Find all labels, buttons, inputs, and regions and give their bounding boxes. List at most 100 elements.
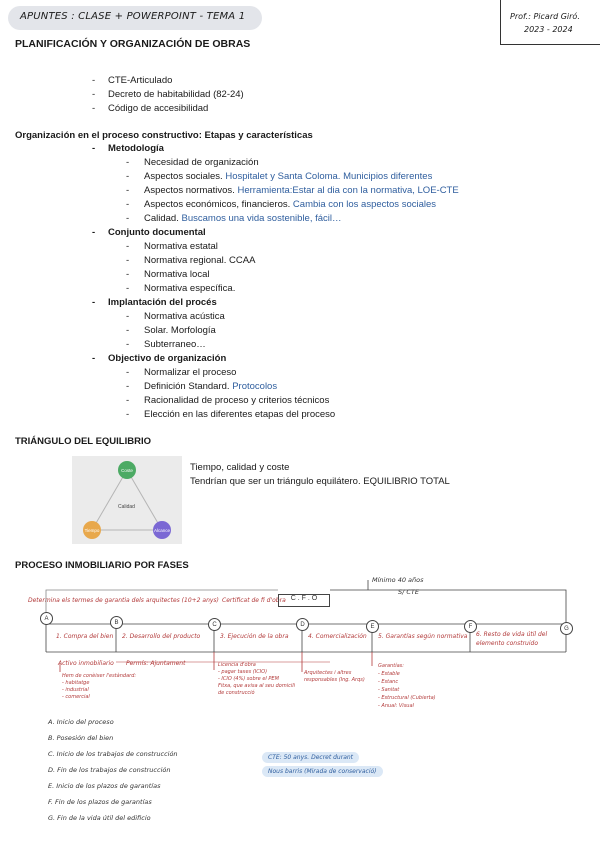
bullet: -: [92, 89, 96, 100]
cfo-box: C . F . O: [278, 594, 330, 607]
triangulo-heading: TRIÁNGULO DEL EQUILIBRIO: [15, 436, 151, 447]
bullet: -: [126, 381, 130, 392]
list-item: Racionalidad de proceso y criterios técn…: [144, 395, 330, 406]
list-item: Elección en las diferentes etapas del pr…: [144, 409, 336, 420]
legend-item: E. Inicio de los plazos de garantías: [48, 782, 161, 790]
item-text: Aspectos sociales.: [144, 171, 223, 182]
professor-name: Prof.: Picard Giró.: [510, 12, 580, 21]
item-text: Necesidad de organización: [144, 157, 259, 168]
group-label: Implantación del procés: [108, 297, 217, 308]
bullet: -: [126, 269, 130, 280]
bullet: -: [126, 395, 130, 406]
bullet: -: [126, 283, 130, 294]
legend-item: A. Inicio del proceso: [48, 718, 114, 726]
node-alcance: Alcance: [153, 521, 171, 539]
top-note-right-2: S/ CTE: [398, 588, 419, 596]
item-note: Protocolos: [232, 381, 278, 392]
top-note-right: Mínimo 40 años: [372, 576, 424, 584]
bullet: -: [126, 339, 130, 350]
bullet: -: [126, 241, 130, 252]
annot-activo: Activo inmobiliario: [58, 660, 114, 667]
annot-line: - Anual: Visual: [378, 703, 414, 709]
legend-item: B. Posesión del bien: [48, 734, 114, 742]
annot-estandard: Hem de conèixer l'estàndard: - habitatge…: [62, 673, 136, 701]
bullet: -: [126, 409, 130, 420]
list-item: Definición Standard. Protocolos: [144, 381, 277, 392]
top-note-mid: Certificat de fi d'obra: [222, 597, 286, 604]
legend-item: D. Fin de los trabajos de construcción: [48, 766, 171, 774]
triangle-text-2: Tendrían que ser un triángulo equilátero…: [190, 476, 450, 487]
item-note: Cambia con los aspectos sociales: [292, 199, 437, 210]
list-item: Necesidad de organización: [144, 157, 259, 168]
proceso-heading: PROCESO INMOBILIARIO POR FASES: [15, 560, 189, 571]
item-note: Hospitalet y Santa Coloma. Municipios di…: [225, 171, 433, 182]
page-title: PLANIFICACIÓN Y ORGANIZACIÓN DE OBRAS: [15, 38, 251, 50]
triangle-text-1: Tiempo, calidad y coste: [190, 462, 290, 473]
bullet: -: [126, 157, 130, 168]
list-item: Normativa estatal: [144, 241, 218, 252]
list-item: Normativa regional. CCAA: [144, 255, 256, 266]
annot-line: - ICIO (4%) sobre el PEM: [218, 676, 279, 682]
note-barris: Nous barris (Mirada de conservació): [262, 766, 383, 777]
step-3: 3. Ejecución de la obra: [220, 633, 289, 640]
header-banner: [8, 6, 262, 30]
bullet: -: [92, 75, 96, 86]
marker-f: F: [464, 620, 477, 633]
list-item: Normativa local: [144, 269, 210, 280]
marker-g: G: [560, 622, 573, 635]
marker-c: C: [208, 618, 221, 631]
professor-box: [500, 0, 600, 45]
list-item: Aspectos sociales. Hospitalet y Santa Co…: [144, 171, 432, 182]
annot-line: Fitxa, que avisa al seu domicili de cons…: [218, 683, 295, 696]
step-4: 4. Comercialización: [308, 633, 367, 640]
bullet: -: [92, 297, 96, 308]
note-cte: CTE: 50 anys. Decret durant: [262, 752, 360, 763]
organizacion-heading: Organización en el proceso constructivo:…: [15, 130, 313, 141]
reference-item: Código de accesibilidad: [108, 103, 209, 114]
annot-line: Licencia d'obra: [218, 662, 256, 668]
bullet: -: [126, 325, 130, 336]
annot-line: Arquitectes i altres responsables (Ing. …: [304, 670, 365, 683]
bullet: -: [92, 143, 96, 154]
bullet: -: [92, 103, 96, 114]
annot-line: - pagar taxes (ICIO): [218, 669, 268, 675]
annot-line: - industrial: [62, 687, 89, 693]
bullet: -: [126, 171, 130, 182]
item-text: Calidad.: [144, 213, 179, 224]
bullet: -: [126, 213, 130, 224]
step-6: 6. Resto de vida útil del elemento const…: [476, 631, 548, 647]
bullet: -: [126, 185, 130, 196]
annot-line: Hem de conèixer l'estàndard:: [62, 673, 137, 679]
group-label: Metodología: [108, 143, 164, 154]
annot-line: - Sanitat: [378, 687, 400, 693]
annot-line: - habitatge: [62, 680, 90, 686]
notebook-title: APUNTES : CLASE + POWERPOINT - TEMA 1: [20, 11, 246, 22]
step-2: 2. Desarrollo del producto: [122, 633, 201, 640]
annot-permis: Permís: Ajuntament: [126, 660, 186, 667]
group-label: Objectivo de organización: [108, 353, 227, 364]
annot-licencia: Licencia d'obra - pagar taxes (ICIO) - I…: [218, 662, 298, 697]
marker-b: B: [110, 616, 123, 629]
bullet: -: [92, 353, 96, 364]
triangle-diagram: Coste Tiempo Alcance Calidad: [72, 456, 182, 544]
center-label: Calidad: [118, 504, 135, 510]
item-note: Herramienta:Estar al dia con la normativ…: [237, 185, 459, 196]
triangle-lines: [91, 469, 163, 531]
legend-item: G. Fin de la vida útil del edificio: [48, 814, 151, 822]
bullet: -: [126, 255, 130, 266]
bullet: -: [126, 367, 130, 378]
annot-line: Garantías:: [378, 663, 404, 669]
item-text: Definición Standard.: [144, 381, 230, 392]
reference-item: CTE-Articulado: [108, 75, 173, 86]
list-item: Aspectos normativos. Herramienta:Estar a…: [144, 185, 459, 196]
list-item: Normativa acústica: [144, 311, 225, 322]
item-text: Aspectos económicos, financieros.: [144, 199, 291, 210]
top-note-left: Determina els termes de garantia dels ar…: [28, 597, 219, 604]
node-tiempo: Tiempo: [83, 521, 101, 539]
annot-arquitectes: Arquitectes i altres responsables (Ing. …: [304, 670, 374, 684]
annot-garantias: Garantías: - Estable - Estanc - Sanitat …: [378, 662, 436, 710]
group-label: Conjunto documental: [108, 227, 206, 238]
marker-e: E: [366, 620, 379, 633]
list-item: Normativa específica.: [144, 283, 236, 294]
annot-line: - Estable: [378, 671, 400, 677]
